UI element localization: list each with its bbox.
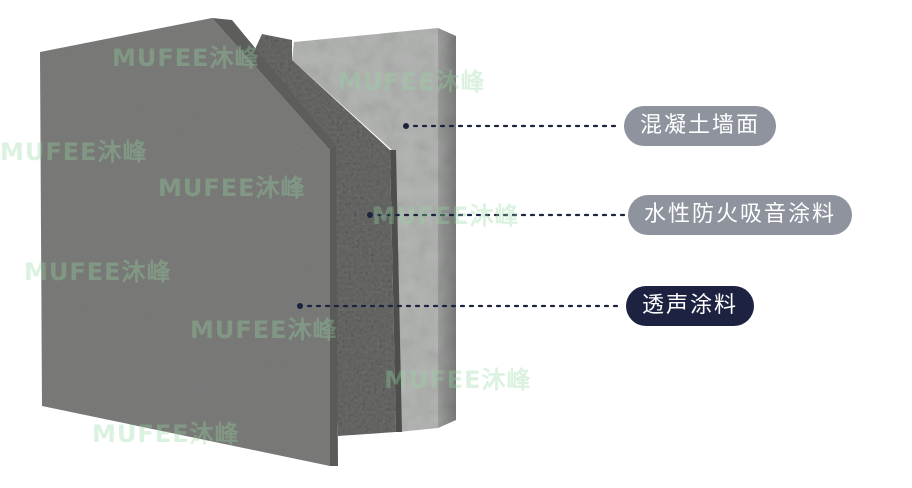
sound-absorbing-coating-layer <box>250 34 402 436</box>
label-concrete-wall: 混凝土墙面 <box>624 106 777 146</box>
leader-dot <box>367 212 373 218</box>
leader-dot <box>403 123 409 129</box>
label-fireproof-sound-absorbing-coating: 水性防火吸音涂料 <box>628 195 853 235</box>
leader-lines <box>297 123 626 309</box>
leader-dot <box>297 303 303 309</box>
concrete-wall-layer <box>292 28 456 432</box>
label-sound-transmitting-coating: 透声涂料 <box>626 286 755 326</box>
